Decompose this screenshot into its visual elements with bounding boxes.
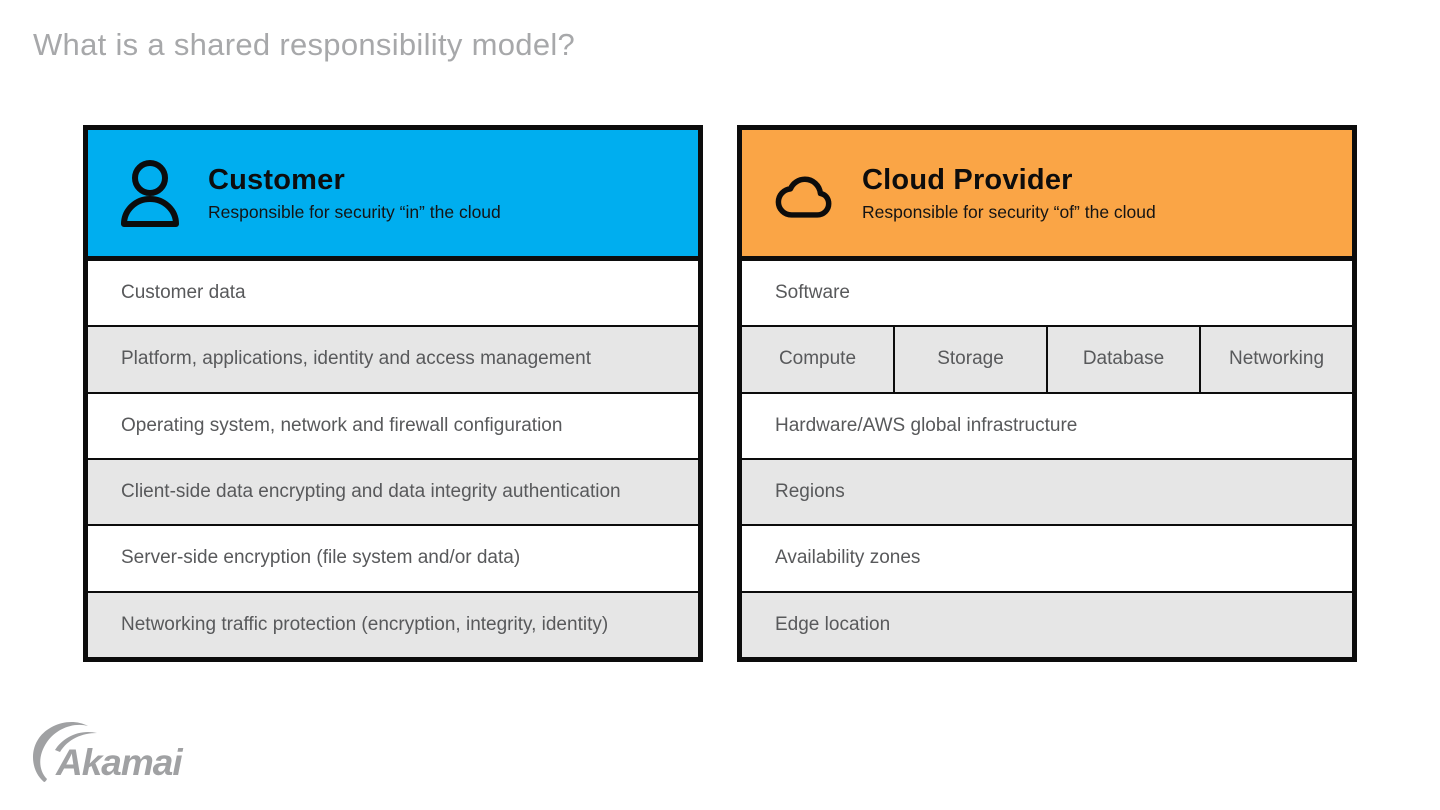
table-row: Networking traffic protection (encryptio…: [88, 590, 698, 657]
cloud-provider-panel-subtitle: Responsible for security “of” the cloud: [862, 201, 1156, 222]
table-cell: Database: [1046, 327, 1199, 392]
cloud-icon: [772, 153, 836, 233]
customer-panel-header: Customer Responsible for security “in” t…: [88, 130, 698, 261]
row-label: Server-side encryption (file system and/…: [121, 547, 521, 569]
table-row: Edge location: [742, 590, 1352, 657]
row-label: Client-side data encrypting and data int…: [121, 481, 621, 503]
row-label: Operating system, network and firewall c…: [121, 414, 563, 436]
row-label: Edge location: [775, 613, 891, 635]
table-row: Customer data: [88, 261, 698, 326]
cloud-provider-panel: Cloud Provider Responsible for security …: [737, 125, 1357, 662]
akamai-logo: Akamai: [28, 720, 188, 786]
table-row: Hardware/AWS global infrastructure: [742, 391, 1352, 458]
table-row: Software: [742, 261, 1352, 326]
table-cell: Networking: [1199, 327, 1352, 392]
table-row: Platform, applications, identity and acc…: [88, 325, 698, 392]
page-title: What is a shared responsibility model?: [33, 27, 576, 62]
shared-responsibility-diagram: Customer Responsible for security “in” t…: [83, 125, 1357, 662]
row-label: Hardware/AWS global infrastructure: [775, 414, 1078, 436]
customer-panel-subtitle: Responsible for security “in” the cloud: [208, 201, 501, 222]
table-row: Server-side encryption (file system and/…: [88, 524, 698, 591]
table-row: Client-side data encrypting and data int…: [88, 457, 698, 525]
table-row: Regions: [742, 457, 1352, 525]
akamai-logo-swoosh-small: [55, 731, 97, 752]
row-label: Regions: [775, 481, 845, 503]
row-label: Platform, applications, identity and acc…: [121, 348, 591, 370]
person-icon: [118, 153, 182, 233]
cloud-provider-panel-header: Cloud Provider Responsible for security …: [742, 130, 1352, 261]
table-row: Operating system, network and firewall c…: [88, 391, 698, 458]
table-cell: Compute: [778, 348, 857, 370]
table-cell: Storage: [893, 327, 1046, 392]
cloud-provider-panel-title: Cloud Provider: [862, 163, 1073, 196]
akamai-logo-swoosh-large: [32, 721, 88, 782]
row-label: Customer data: [121, 282, 246, 304]
row-label: Availability zones: [775, 547, 921, 569]
customer-panel-title: Customer: [208, 163, 345, 196]
row-label: Software: [775, 282, 850, 304]
table-row: Availability zones: [742, 524, 1352, 591]
customer-panel: Customer Responsible for security “in” t…: [83, 125, 703, 662]
akamai-logo-text: Akamai: [55, 742, 183, 783]
row-label: Networking traffic protection (encryptio…: [121, 613, 609, 635]
